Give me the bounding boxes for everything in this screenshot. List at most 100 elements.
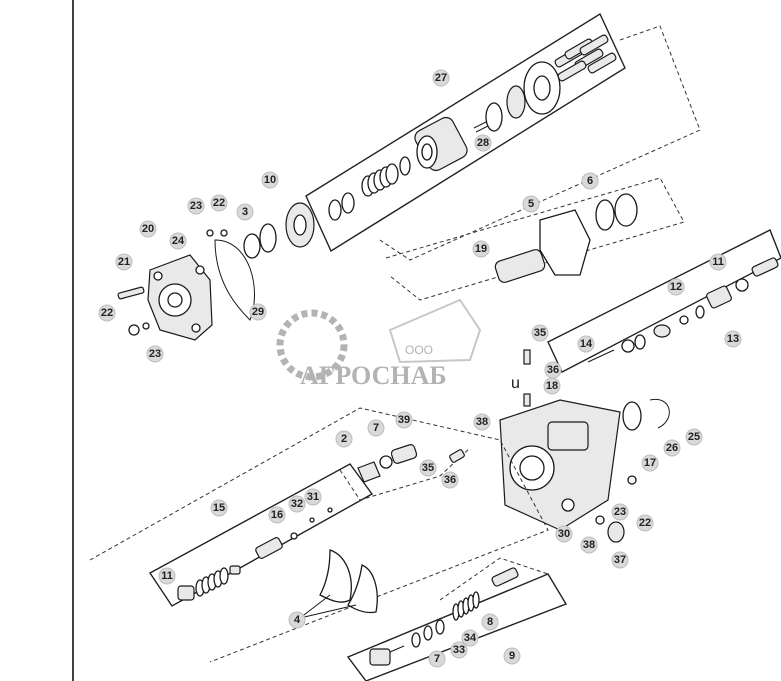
svg-text:23: 23 (614, 506, 626, 518)
callout: 10 (261, 171, 279, 189)
watermark: ООО АГРОСНАБ (276, 298, 482, 390)
pump-housing-left (117, 202, 315, 341)
svg-text:26: 26 (666, 442, 678, 454)
svg-text:23: 23 (190, 200, 202, 212)
main-housing (499, 349, 670, 543)
watermark-prefix: ООО (405, 343, 433, 357)
callout: 31 (304, 488, 322, 506)
svg-text:22: 22 (101, 307, 113, 319)
svg-text:17: 17 (644, 457, 656, 469)
callout: 3 (236, 203, 254, 221)
svg-text:18: 18 (546, 380, 558, 392)
callout: 11 (158, 567, 176, 585)
callout: 36 (441, 471, 459, 489)
panel-left-lower (89, 407, 549, 663)
callout: 25 (685, 428, 703, 446)
callout: 7 (367, 419, 385, 437)
svg-text:16: 16 (271, 509, 283, 521)
svg-text:28: 28 (477, 137, 489, 149)
callout: 2 (335, 430, 353, 448)
callout: 35 (419, 459, 437, 477)
svg-text:29: 29 (252, 306, 264, 318)
callout: 4 (288, 611, 306, 629)
callout: 22 (636, 514, 654, 532)
callout: 9 (503, 647, 521, 665)
svg-text:22: 22 (213, 197, 225, 209)
callout: 8 (481, 613, 499, 631)
svg-text:32: 32 (291, 498, 303, 510)
callout: 6 (581, 172, 599, 190)
svg-text:12: 12 (670, 281, 682, 293)
svg-text:13: 13 (727, 333, 739, 345)
callout: 33 (450, 641, 468, 659)
callout: 15 (210, 499, 228, 517)
svg-text:7: 7 (434, 653, 440, 665)
svg-text:30: 30 (558, 528, 570, 540)
callout: 22 (98, 304, 116, 322)
svg-text:38: 38 (476, 416, 488, 428)
callout: 18 (543, 377, 561, 395)
svg-text:38: 38 (583, 539, 595, 551)
callout: 37 (611, 551, 629, 569)
callout: 5 (522, 195, 540, 213)
svg-text:19: 19 (475, 243, 487, 255)
svg-text:6: 6 (587, 175, 593, 187)
svg-text:20: 20 (142, 223, 154, 235)
callout: 12 (667, 278, 685, 296)
svg-text:9: 9 (509, 650, 515, 662)
svg-text:24: 24 (172, 235, 185, 247)
svg-text:8: 8 (487, 616, 493, 628)
svg-text:36: 36 (547, 364, 559, 376)
svg-text:39: 39 (398, 414, 410, 426)
svg-text:37: 37 (614, 554, 626, 566)
callout: 16 (268, 506, 286, 524)
callout: 23 (187, 197, 205, 215)
callout: 35 (531, 324, 549, 342)
svg-text:4: 4 (294, 614, 301, 626)
svg-text:11: 11 (712, 256, 724, 268)
callout: 36 (544, 361, 562, 379)
callout: 19 (472, 240, 490, 258)
callout: 11 (709, 253, 727, 271)
stray-glyph: u (511, 375, 520, 392)
plug-group (339, 444, 471, 501)
svg-text:33: 33 (453, 644, 465, 656)
svg-text:7: 7 (373, 422, 379, 434)
panel-rotating-group (305, 12, 701, 261)
panel-bottom-valve (346, 557, 568, 681)
callout: 26 (663, 439, 681, 457)
panel-right-valve (547, 229, 781, 373)
callout: 17 (641, 454, 659, 472)
svg-text:15: 15 (213, 502, 225, 514)
svg-text:22: 22 (639, 517, 651, 529)
svg-text:35: 35 (422, 462, 434, 474)
callout: 7 (428, 650, 446, 668)
callout: 34 (461, 629, 479, 647)
svg-text:10: 10 (264, 174, 276, 186)
watermark-name: АГРОСНАБ (300, 361, 447, 390)
svg-text:3: 3 (242, 206, 248, 218)
svg-text:25: 25 (688, 431, 700, 443)
callout: 21 (115, 253, 133, 271)
svg-text:14: 14 (580, 338, 593, 350)
bracket-pair (299, 549, 378, 619)
svg-text:21: 21 (118, 256, 130, 268)
callout: 20 (139, 220, 157, 238)
callout: 38 (473, 413, 491, 431)
svg-text:27: 27 (435, 72, 447, 84)
callout: 30 (555, 525, 573, 543)
callout: 13 (724, 330, 742, 348)
swash-plate-group (385, 177, 685, 301)
svg-text:5: 5 (528, 198, 534, 210)
callout: 28 (474, 134, 492, 152)
svg-text:2: 2 (341, 433, 347, 445)
callout: 32 (288, 495, 306, 513)
callout: 23 (611, 503, 629, 521)
callout: 14 (577, 335, 595, 353)
svg-text:31: 31 (307, 491, 319, 503)
svg-text:23: 23 (149, 348, 161, 360)
callout: 22 (210, 194, 228, 212)
callout: 24 (169, 232, 187, 250)
callout: 27 (432, 69, 450, 87)
